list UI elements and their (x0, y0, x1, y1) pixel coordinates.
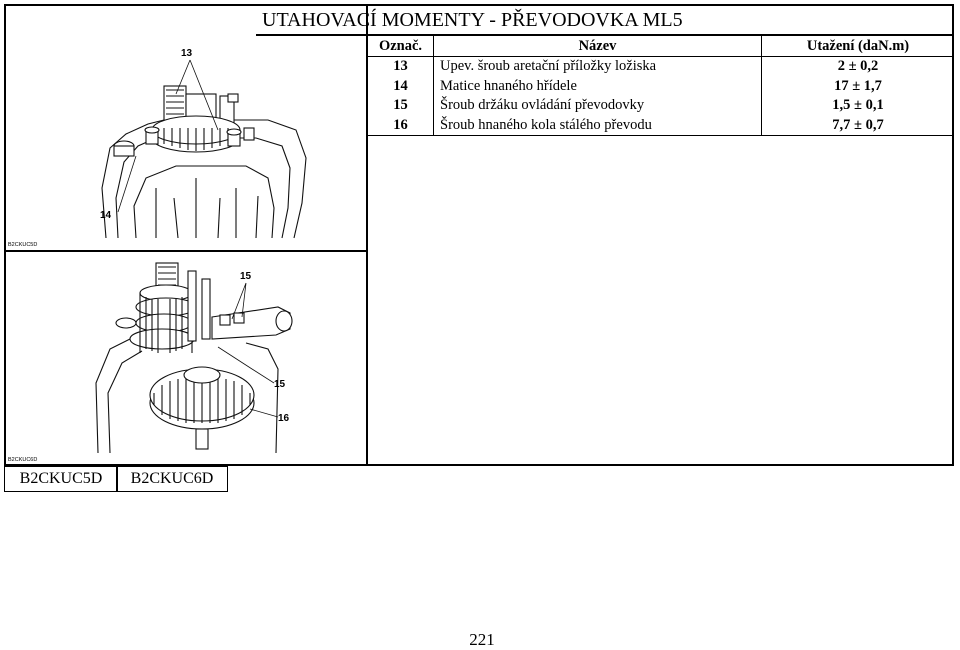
row-code: 15 (393, 97, 408, 114)
page-title: UTAHOVACÍ MOMENTY - PŘEVODOVKA ML5 (262, 9, 683, 31)
table-row: 16 Šroub hnaného kola stálého převodu 7,… (368, 115, 954, 136)
document-frame (4, 4, 954, 466)
torque-table: Označ. Název Utažení (daN.m) 13 Upev. šr… (368, 36, 954, 136)
table-row: 13 Upev. šroub aretační příložky ložiska… (368, 56, 954, 77)
figure-divider (4, 250, 368, 252)
figure-code-top: B2CKUC5D (8, 242, 37, 248)
row-name: Šroub držáku ovládání převodovky (433, 96, 762, 116)
gearbox-top-drawing: 13 14 B2CKUC5D (8, 48, 307, 248)
gearbox-figure-top: 13 14 B2CKUC5D (6, 38, 366, 250)
callout-14: 14 (100, 210, 112, 221)
figure-reference-2: B2CKUC6D (116, 466, 228, 492)
title-rule (256, 34, 954, 36)
table-row: 15 Šroub držáku ovládání převodovky 1,5 … (368, 96, 954, 116)
callout-13: 13 (181, 48, 193, 59)
row-name: Matice hnaného hřídele (433, 76, 762, 96)
figure-code-bottom: B2CKUC6D (8, 457, 37, 463)
figure-reference-1: B2CKUC5D (4, 466, 118, 492)
row-torque: 17 ± 1,7 (761, 76, 954, 96)
row-code: 13 (393, 58, 408, 75)
callout-16: 16 (278, 413, 290, 424)
row-code: 16 (368, 115, 434, 136)
header-name: Název (433, 36, 762, 57)
row-torque: 1,5 ± 0,1 (761, 96, 954, 116)
table-header-row: Označ. Název Utažení (daN.m) (368, 36, 954, 57)
header-code: Označ. (368, 36, 434, 57)
table-row: 14 Matice hnaného hřídele 17 ± 1,7 (368, 76, 954, 96)
row-name: Upev. šroub aretační příložky ložiska (433, 56, 762, 77)
header-torque: Utažení (daN.m) (761, 36, 954, 57)
row-torque: 7,7 ± 0,7 (761, 115, 954, 136)
gearbox-bottom-drawing: 15 15 16 B2CKUC6D (8, 262, 293, 463)
figure-column (4, 4, 368, 466)
row-name: Šroub hnaného kola stálého převodu (433, 115, 762, 136)
page-number: 221 (469, 630, 495, 649)
callout-15-bottom: 15 (274, 379, 286, 390)
callout-15-top: 15 (240, 271, 252, 282)
row-code: 14 (393, 77, 408, 94)
row-torque: 2 ± 0,2 (761, 56, 954, 77)
gearbox-figure-bottom: 15 15 16 B2CKUC6D (6, 253, 366, 465)
